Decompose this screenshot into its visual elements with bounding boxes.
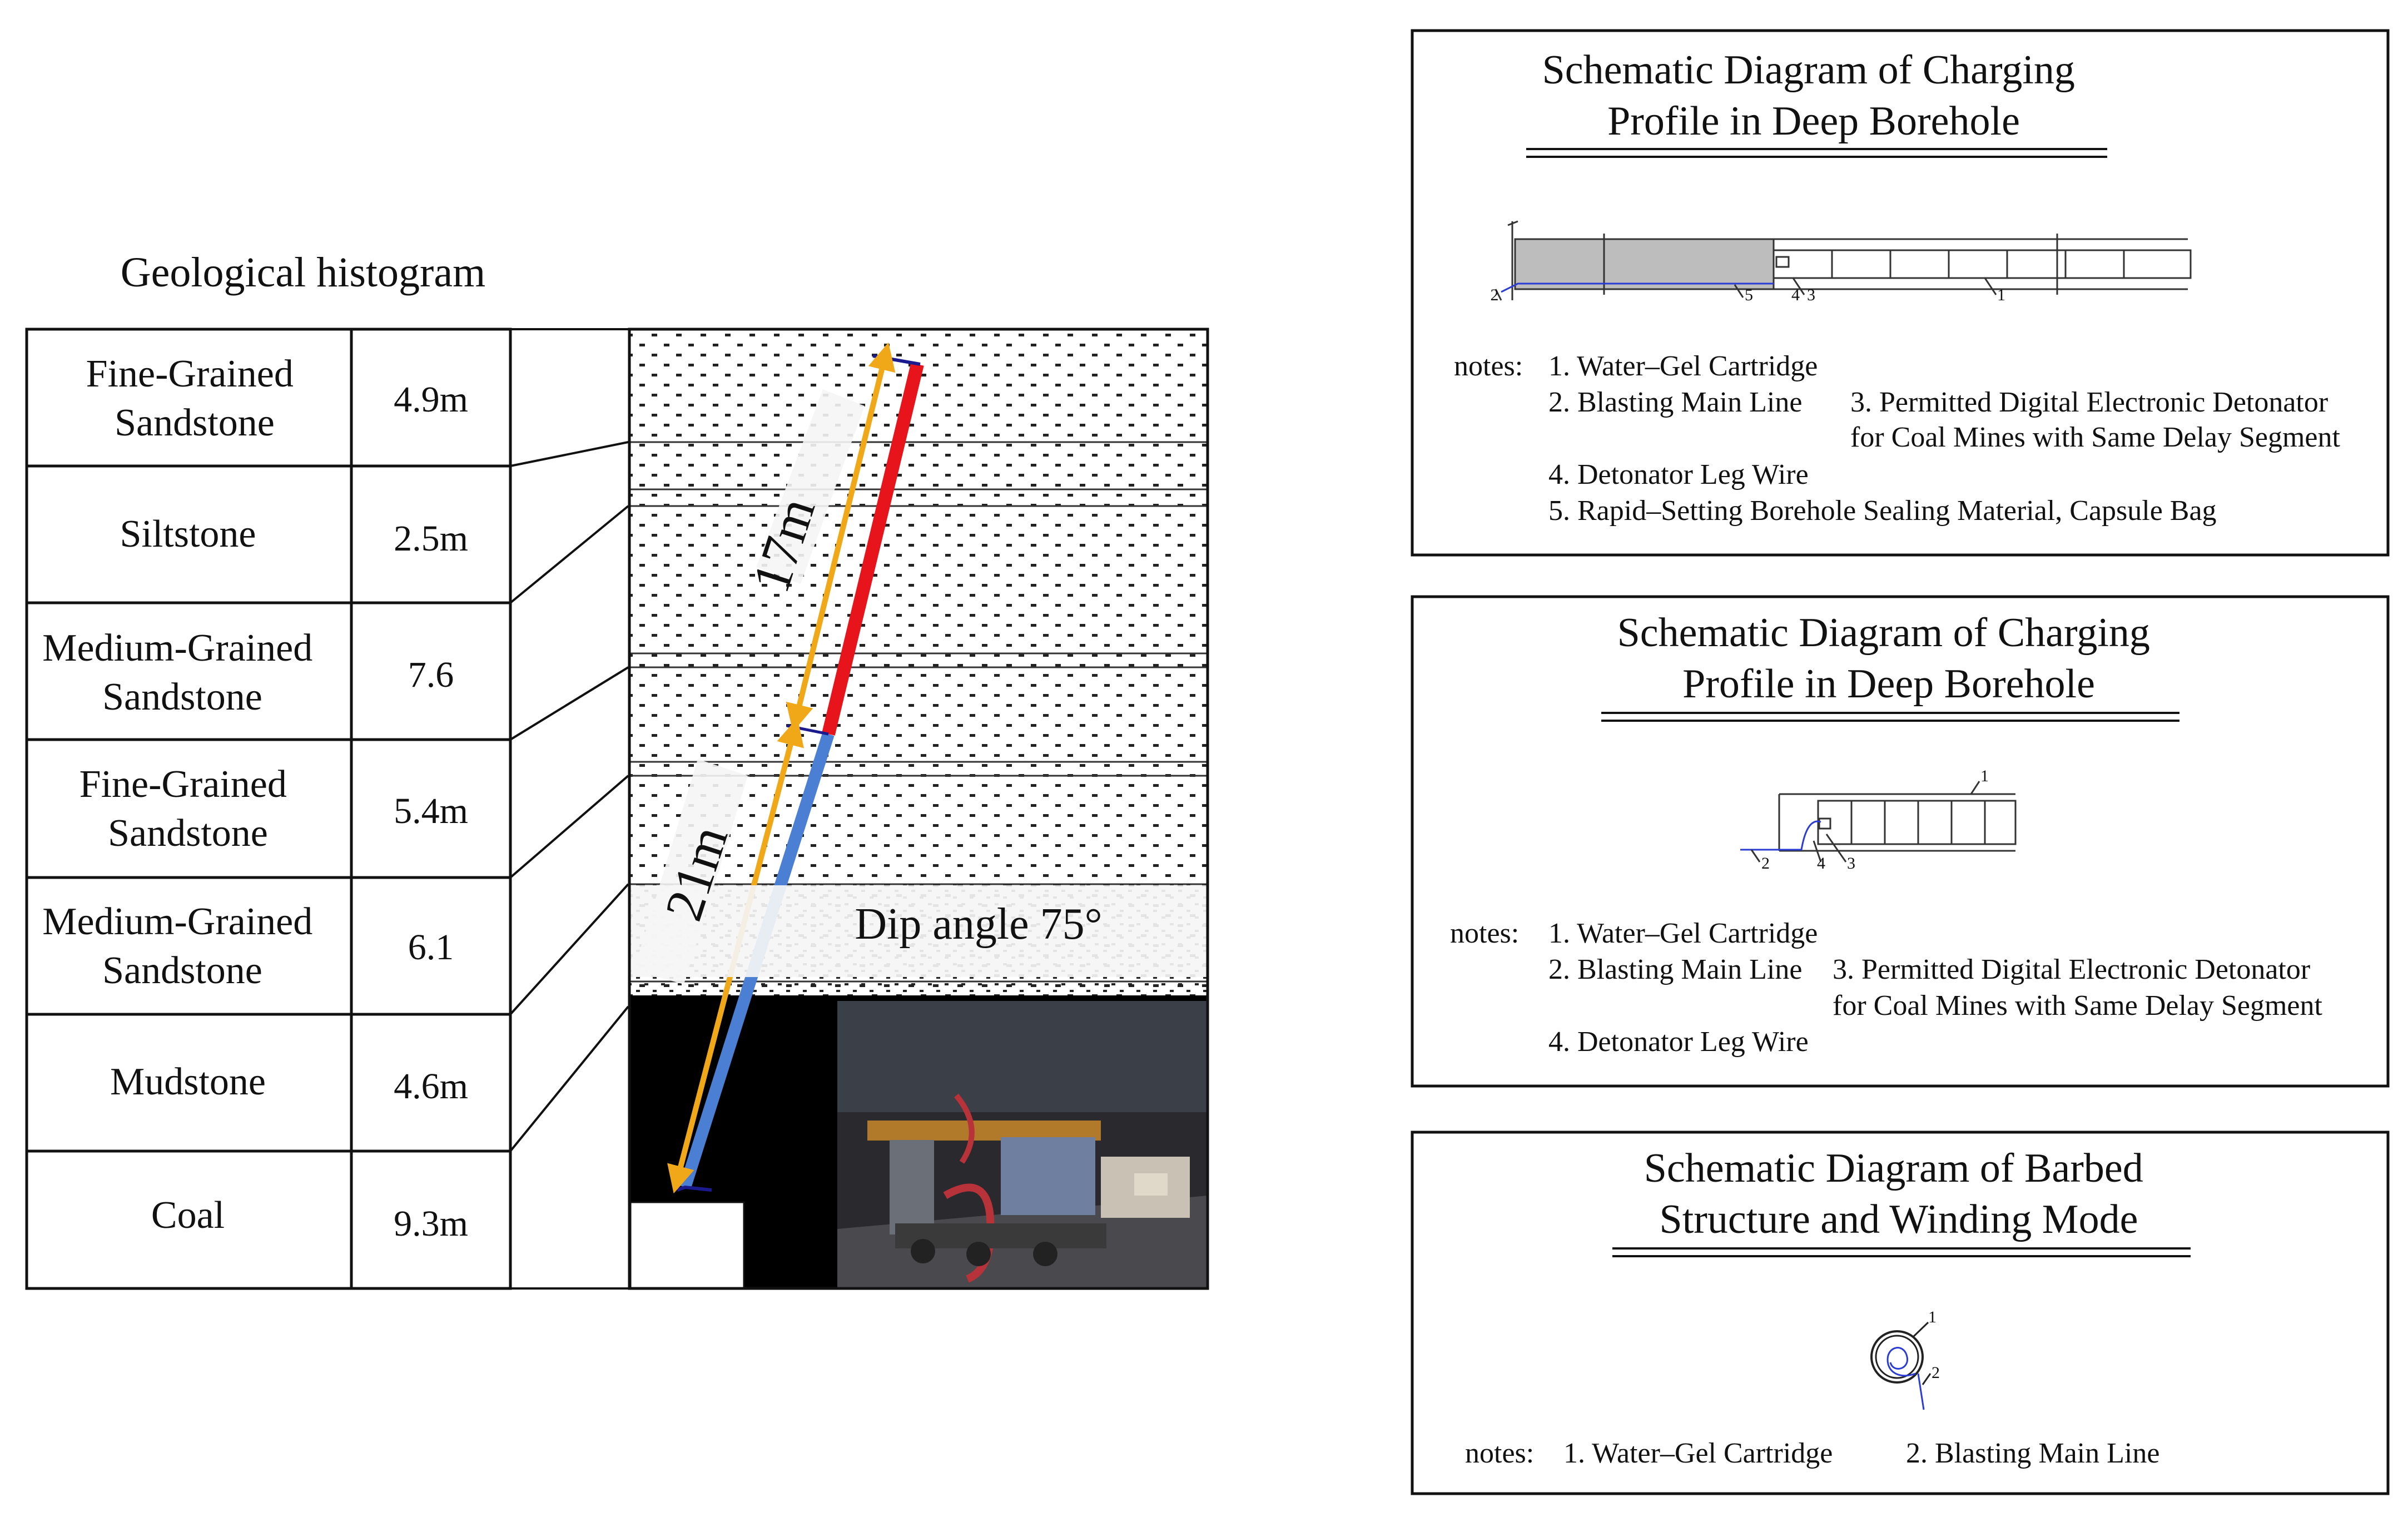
panel-1-note-1: 1. Water–Gel Cartridge bbox=[1548, 350, 1818, 382]
panel-1-callout-1: 1 bbox=[1997, 286, 2005, 304]
panel-1-note-3: 3. Permitted Digital Electronic Detonato… bbox=[1850, 386, 2328, 418]
thickness-row-7: 9.3m bbox=[394, 1203, 468, 1244]
panel-3-notes-label: notes: bbox=[1465, 1437, 1534, 1469]
schematic-panel-3: Schematic Diagram of Barbed Structure an… bbox=[1411, 1131, 2390, 1495]
histogram-title: Geological histogram bbox=[121, 249, 485, 296]
dimension-arrow-upper bbox=[786, 342, 896, 732]
thickness-row-6: 4.6m bbox=[394, 1066, 468, 1107]
panel-2-cartridge-drawing bbox=[1740, 781, 2017, 862]
rock-name-fine-grained-sandstone-1: Fine-Grained Sandstone bbox=[86, 353, 304, 444]
panel-2-notes-label: notes: bbox=[1450, 918, 1519, 949]
rock-name-medium-grained-sandstone-1: Medium-Grained Sandstone bbox=[42, 627, 322, 718]
panel-1-note-5: 5. Rapid–Setting Borehole Sealing Materi… bbox=[1548, 495, 2217, 527]
panel-1-note-2: 2. Blasting Main Line bbox=[1548, 386, 1802, 418]
panel-3-barbed-drawing bbox=[1870, 1321, 1932, 1410]
drilling-rig-photo bbox=[837, 1001, 1208, 1288]
histogram-table: Fine-Grained Sandstone 4.9m Siltstone 2.… bbox=[25, 328, 512, 1290]
thickness-row-2: 2.5m bbox=[394, 518, 468, 559]
panel-1-callout-3: 3 bbox=[1807, 286, 1815, 304]
strata-column: 17m 21m Dip angle 75° bbox=[628, 328, 1209, 1290]
panel-3-note-1: 1. Water–Gel Cartridge bbox=[1563, 1437, 1833, 1469]
panel-3-note-2: 2. Blasting Main Line bbox=[1906, 1437, 2159, 1469]
panel-3-callout-2: 2 bbox=[1932, 1364, 1940, 1382]
rock-name-coal: Coal bbox=[151, 1194, 225, 1237]
panel-1-callout-4: 4 bbox=[1791, 286, 1800, 304]
thickness-row-4: 5.4m bbox=[394, 791, 468, 831]
panel-1-borehole-drawing bbox=[1495, 220, 2192, 301]
panel-1-title: Schematic Diagram of Charging Profile in… bbox=[1542, 47, 2086, 144]
thickness-row-3: 7.6 bbox=[408, 655, 454, 695]
schematic-panel-2: Schematic Diagram of Charging Profile in… bbox=[1411, 595, 2390, 1088]
panel-3-callout-1: 1 bbox=[1928, 1308, 1937, 1326]
panel-1-note-4: 4. Detonator Leg Wire bbox=[1548, 459, 1809, 490]
panel-2-note-4: 4. Detonator Leg Wire bbox=[1548, 1026, 1809, 1058]
panel-2-note-3-cont: for Coal Mines with Same Delay Segment bbox=[1833, 990, 2323, 1022]
panel-2-note-1: 1. Water–Gel Cartridge bbox=[1548, 918, 1818, 949]
panel-2-note-3: 3. Permitted Digital Electronic Detonato… bbox=[1833, 954, 2310, 985]
rock-name-siltstone: Siltstone bbox=[120, 513, 256, 556]
panel-2-title: Schematic Diagram of Charging Profile in… bbox=[1617, 610, 2161, 707]
dip-angle-label: Dip angle 75° bbox=[855, 900, 1102, 949]
panel-1-callout-5: 5 bbox=[1745, 286, 1753, 304]
panel-2-note-2: 2. Blasting Main Line bbox=[1548, 954, 1802, 985]
schematic-panel-1: Schematic Diagram of Charging Profile in… bbox=[1411, 29, 2390, 557]
rock-name-medium-grained-sandstone-2: Medium-Grained Sandstone bbox=[42, 900, 322, 992]
panel-1-callout-2: 2 bbox=[1491, 286, 1499, 304]
thickness-row-5: 6.1 bbox=[408, 927, 454, 968]
panel-3-title: Schematic Diagram of Barbed Structure an… bbox=[1644, 1146, 2153, 1242]
rock-name-fine-grained-sandstone-2: Fine-Grained Sandstone bbox=[80, 763, 297, 855]
panel-1-note-3-cont: for Coal Mines with Same Delay Segment bbox=[1850, 422, 2341, 453]
thickness-row-1: 4.9m bbox=[394, 379, 468, 420]
panel-2-callout-4: 4 bbox=[1817, 854, 1825, 872]
panel-1-notes-label: notes: bbox=[1454, 350, 1523, 382]
roadway-opening bbox=[629, 1201, 745, 1290]
connector-lines bbox=[509, 328, 629, 1290]
rock-name-mudstone: Mudstone bbox=[110, 1060, 266, 1103]
panel-2-callout-3: 3 bbox=[1847, 854, 1855, 872]
panel-2-callout-1: 1 bbox=[1980, 767, 1989, 785]
panel-2-callout-2: 2 bbox=[1761, 854, 1770, 872]
